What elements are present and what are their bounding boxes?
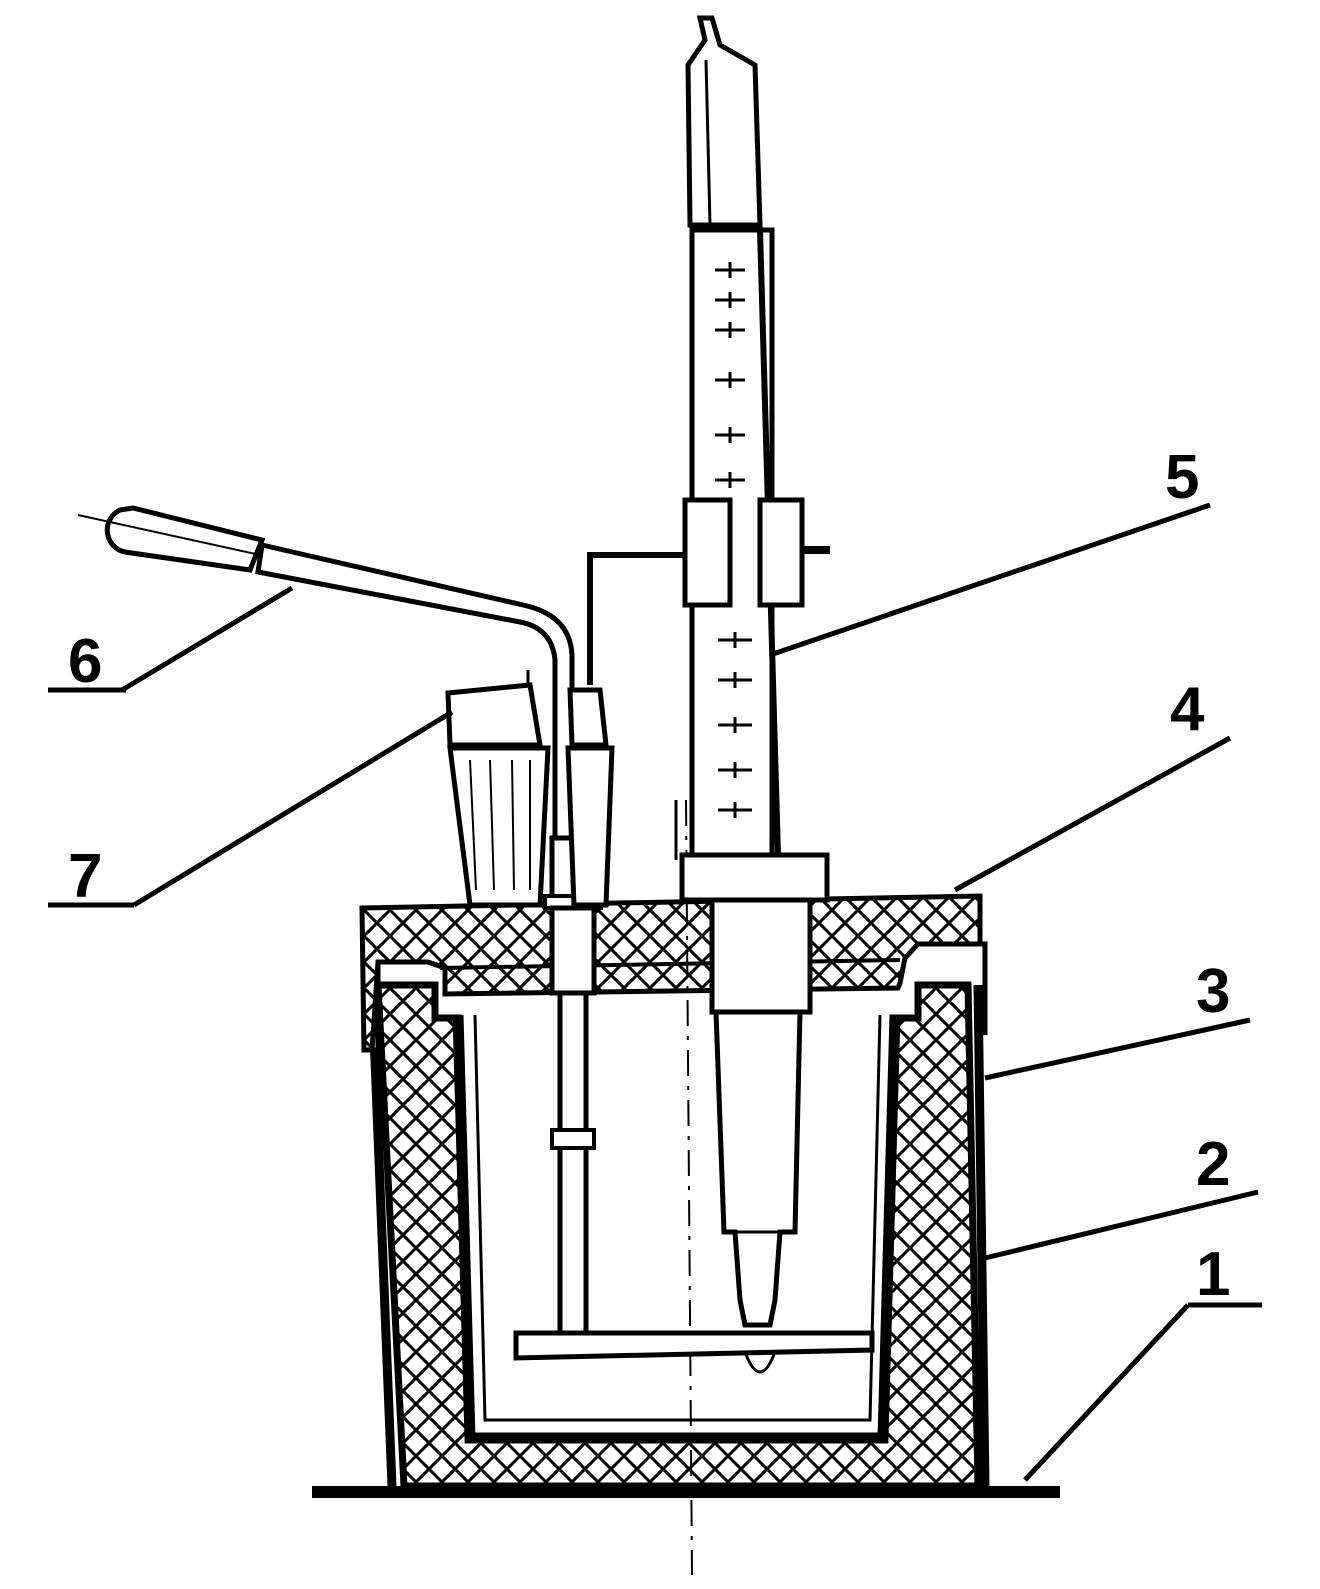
label-7: 7 bbox=[68, 842, 102, 911]
label-5: 5 bbox=[1165, 443, 1199, 512]
inner-vessel bbox=[452, 1014, 901, 1444]
label-1: 1 bbox=[1196, 1240, 1230, 1309]
lid bbox=[359, 893, 988, 1053]
center-axis bbox=[685, 799, 693, 1576]
thermometer bbox=[587, 15, 830, 1374]
label-4: 4 bbox=[1170, 675, 1205, 744]
label-3: 3 bbox=[1196, 957, 1230, 1026]
insulated-jacket bbox=[367, 981, 990, 1490]
leader-lines bbox=[48, 502, 1262, 1482]
side-stopper bbox=[445, 682, 678, 908]
label-2: 2 bbox=[1196, 1130, 1230, 1199]
label-6: 6 bbox=[68, 627, 102, 696]
